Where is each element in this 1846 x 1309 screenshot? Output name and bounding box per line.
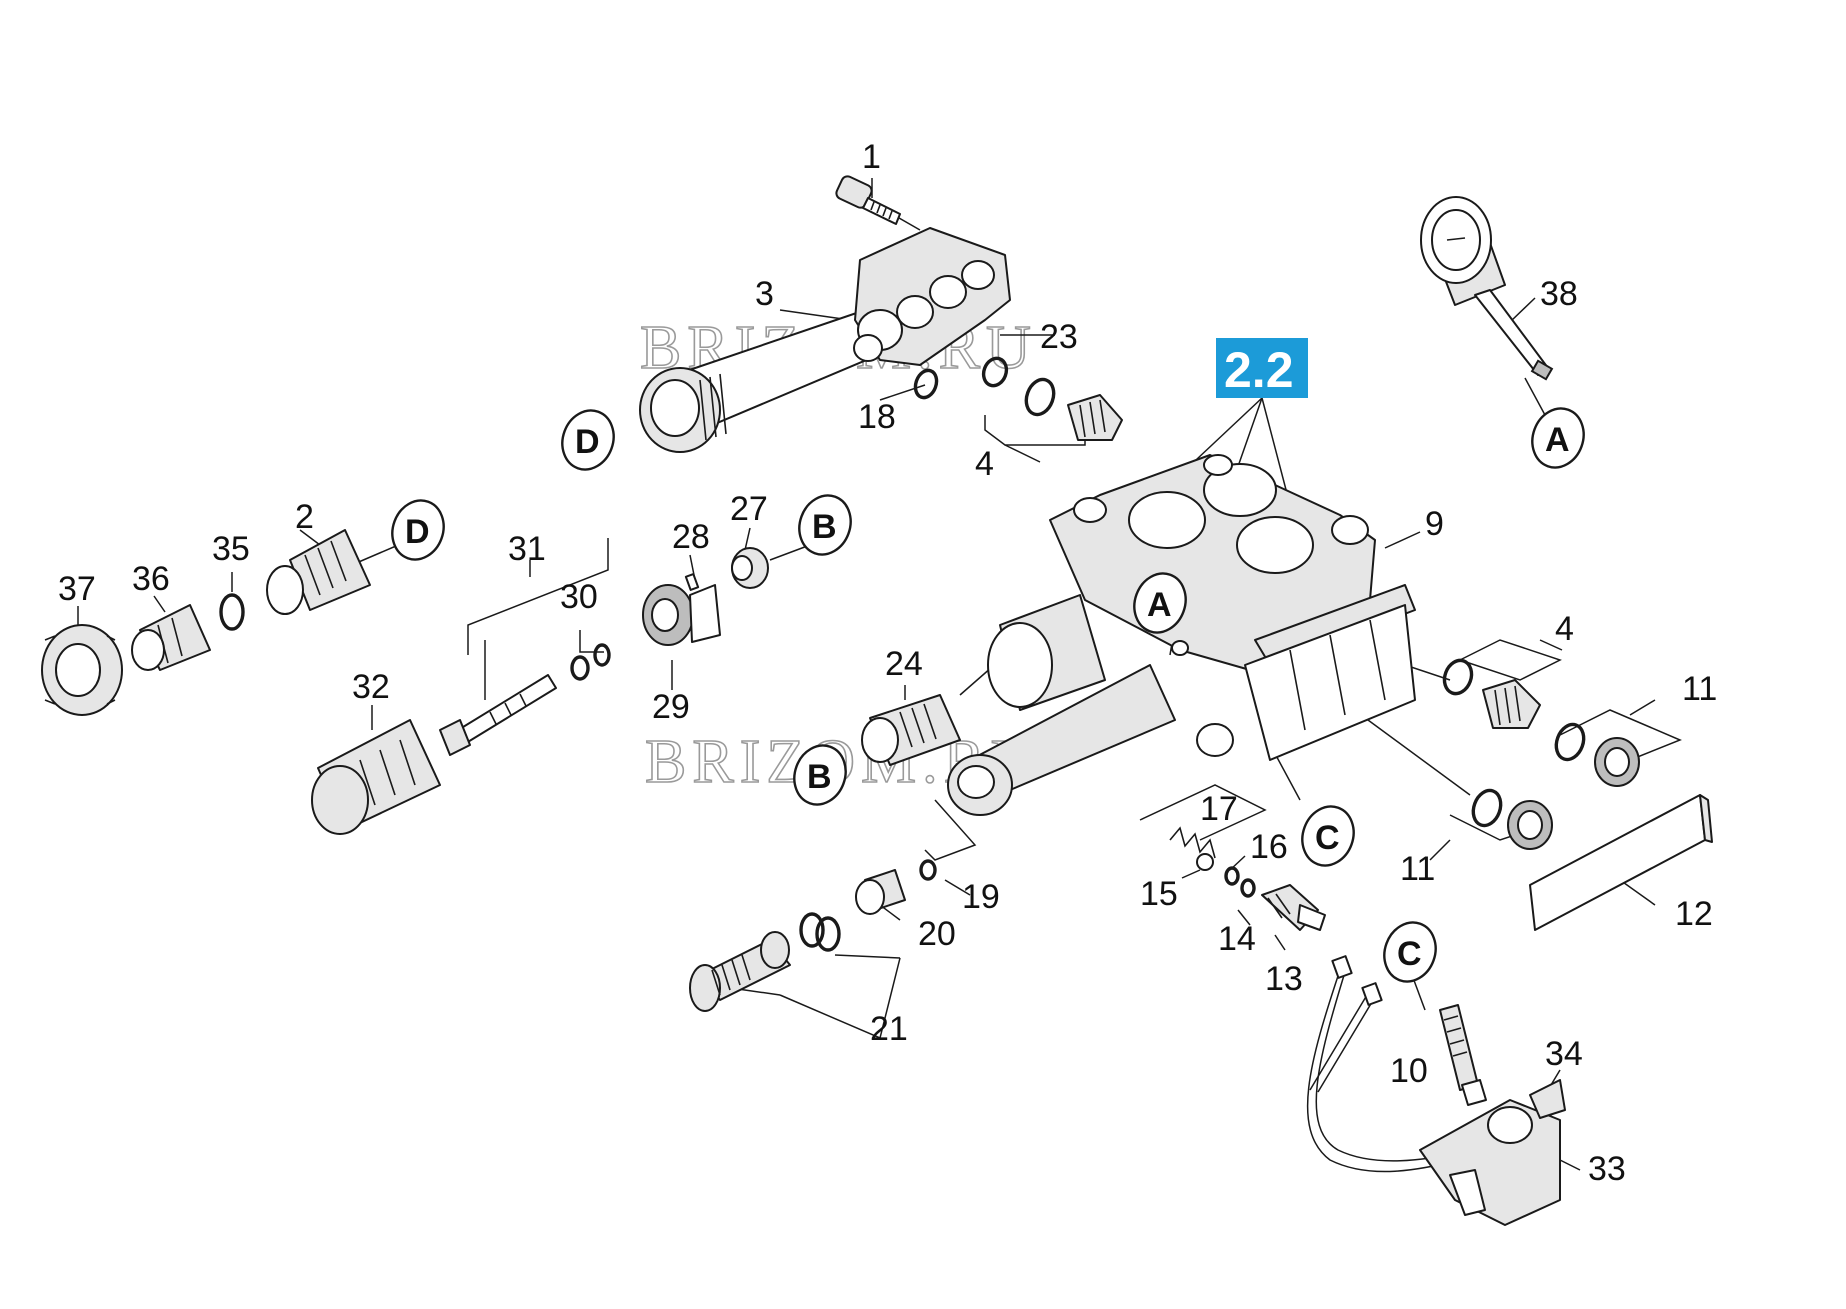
- label-part-34: 34: [1545, 1035, 1583, 1073]
- label-part-11-lower: 11: [1400, 850, 1435, 888]
- part-11-plug-lower: [1507, 800, 1553, 850]
- svg-text:B: B: [807, 758, 832, 796]
- part-1-bolt: [835, 175, 901, 225]
- svg-text:C: C: [1397, 935, 1422, 973]
- svg-text:B: B: [812, 508, 837, 546]
- connector-c-switch: C: [1383, 921, 1437, 983]
- part-4-valve-top: [1067, 394, 1123, 441]
- part-37-nut: [41, 624, 123, 716]
- svg-text:A: A: [1147, 586, 1172, 624]
- part-31-shaft: [439, 674, 557, 756]
- label-part-3: 3: [755, 275, 774, 313]
- part-17-spring: [1169, 826, 1216, 859]
- label-part-13: 13: [1265, 960, 1303, 998]
- label-part-9: 9: [1425, 505, 1444, 543]
- connector-c-pump: C: [1301, 805, 1355, 867]
- label-part-23: 23: [1040, 318, 1078, 356]
- part-number-labels: 1 3 23 18 4 38 2 35 36 37 31 30 28 27 29…: [58, 138, 1717, 1188]
- part-11-o-ring-upper: [1554, 722, 1586, 762]
- label-part-37: 37: [58, 570, 96, 608]
- connector-b-bottom: B: [793, 744, 847, 806]
- part-21-o-ring-a: [799, 912, 825, 948]
- label-part-2: 2: [295, 498, 314, 536]
- connector-b-valve: B: [798, 494, 852, 556]
- svg-text:D: D: [575, 423, 600, 461]
- part-29-valve-piston: [642, 584, 721, 646]
- part-21-valve-body: [689, 931, 791, 1012]
- part-4-valve-right: [1482, 679, 1541, 729]
- part-18-o-ring: [913, 368, 939, 400]
- part-11-plug-upper: [1594, 737, 1640, 787]
- label-part-36: 36: [132, 560, 170, 598]
- part-23-o-ring: [981, 356, 1009, 388]
- part-4-o-ring-right: [1442, 658, 1474, 696]
- part-2-filter: [266, 529, 371, 615]
- part-21-o-ring-b: [815, 916, 841, 952]
- part-30-o-ring-a: [570, 655, 590, 681]
- part-28-pin: [684, 573, 700, 591]
- part-32-knob: [311, 719, 441, 835]
- svg-text:D: D: [405, 513, 430, 551]
- label-part-10: 10: [1390, 1052, 1428, 1090]
- label-part-19: 19: [962, 878, 1000, 916]
- label-part-38: 38: [1540, 275, 1578, 313]
- part-33-pressure-switch: [1419, 1079, 1566, 1226]
- part-9-pump-head: [947, 454, 1416, 816]
- svg-text:A: A: [1545, 421, 1570, 459]
- part-34-cable-harness: [1306, 955, 1466, 1173]
- label-part-14: 14: [1218, 920, 1256, 958]
- part-27-ring: [731, 547, 769, 589]
- part-11-o-ring-lower: [1471, 788, 1503, 828]
- part-15-ball: [1196, 853, 1214, 871]
- part-16-ring: [1224, 866, 1240, 886]
- label-part-17: 17: [1200, 790, 1238, 828]
- label-part-35: 35: [212, 530, 250, 568]
- label-part-16: 16: [1250, 828, 1288, 866]
- connector-d-filter: D: [391, 499, 445, 561]
- section-badge-2-2: 2.2: [1216, 338, 1308, 398]
- part-35-o-ring: [219, 593, 245, 631]
- label-part-31: 31: [508, 530, 546, 568]
- label-part-21: 21: [870, 1010, 908, 1048]
- label-part-28: 28: [672, 518, 710, 556]
- label-part-20: 20: [918, 915, 956, 953]
- part-36-hose-nipple: [131, 604, 211, 671]
- label-part-11-upper: 11: [1682, 670, 1717, 708]
- label-part-15: 15: [1140, 875, 1178, 913]
- label-part-24: 24: [885, 645, 923, 683]
- part-30-o-ring-b: [593, 643, 611, 667]
- svg-text:2.2: 2.2: [1224, 342, 1294, 398]
- connector-a-pump: A: [1133, 572, 1187, 634]
- part-12-plate: [1529, 794, 1713, 931]
- part-19-o-ring: [919, 859, 937, 881]
- part-13-pressure-switch-valve: [1261, 884, 1326, 931]
- label-part-27: 27: [730, 490, 768, 528]
- label-part-33: 33: [1588, 1150, 1626, 1188]
- part-38-pressure-gauge: [1420, 196, 1554, 381]
- label-part-29: 29: [652, 688, 690, 726]
- label-part-18: 18: [858, 398, 896, 436]
- label-part-1: 1: [862, 138, 881, 176]
- connector-d-top: D: [561, 409, 615, 471]
- label-part-4-right: 4: [1555, 610, 1574, 648]
- label-part-12: 12: [1675, 895, 1713, 933]
- label-part-32: 32: [352, 668, 390, 706]
- part-14-ring: [1240, 878, 1256, 898]
- part-20-valve-seat: [855, 869, 906, 915]
- part-3-upper-manifold: [639, 227, 1011, 453]
- label-part-4-top: 4: [975, 445, 994, 483]
- svg-text:C: C: [1315, 819, 1340, 857]
- part-24-unloader-piston: [861, 694, 961, 766]
- connector-a-gauge: A: [1531, 407, 1585, 469]
- label-part-30: 30: [560, 578, 598, 616]
- part-4-o-ring-top: [1024, 377, 1056, 417]
- part-10-switch-stem: [1439, 1004, 1487, 1106]
